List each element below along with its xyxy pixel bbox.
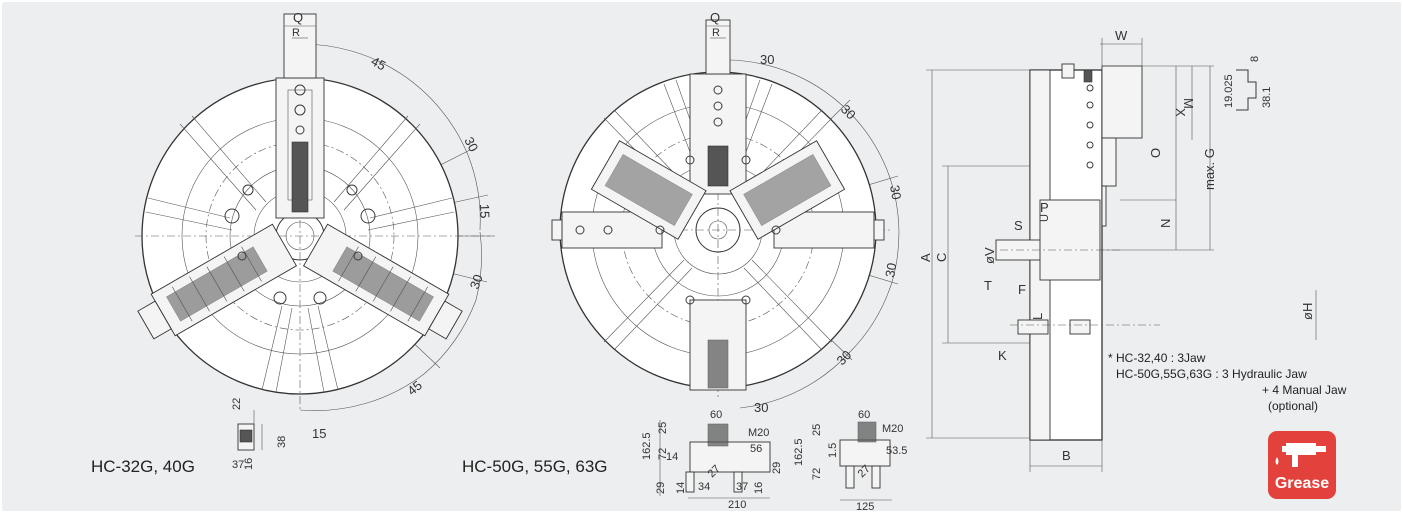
jaw-a-14-b: 14 <box>675 482 687 494</box>
side-b: B <box>1062 448 1071 463</box>
jaw-b-53-5: 53.5 <box>886 445 907 457</box>
left-jaw-dim-22: 22 <box>231 398 243 410</box>
side-f: F <box>1018 282 1026 297</box>
jaw-b-1-5: 1.5 <box>827 443 839 458</box>
side-o: O <box>1148 148 1163 158</box>
side-l: L <box>1030 313 1045 320</box>
side-m: M <box>1181 98 1196 109</box>
side-s: S <box>1014 218 1023 233</box>
left-jaw-detail <box>237 410 263 451</box>
mid-angle-3: 30 <box>887 184 904 201</box>
middle-model-label: HC-50G, 55G, 63G <box>462 457 608 476</box>
jaw-detail-a <box>659 420 771 499</box>
jaw-a-72: 72 <box>657 448 669 460</box>
step-19-025: 19.025 <box>1223 74 1235 108</box>
grease-badge: Grease <box>1268 431 1336 499</box>
side-ov: øV <box>982 247 997 264</box>
side-t: T <box>984 278 992 293</box>
left-angle-4: 30 <box>467 272 486 291</box>
side-p: P <box>1040 200 1049 215</box>
jaw-a-210: 210 <box>728 499 746 511</box>
footnote-line2: HC-50G,55G,63G : 3 Hydraulic Jaw <box>1116 367 1307 381</box>
footnote-line1: * HC-32,40 : 3Jaw <box>1108 351 1206 365</box>
jaw-a-m20: M20 <box>748 427 769 439</box>
left-chuck-front-view <box>135 13 495 412</box>
jaw-b-125: 125 <box>856 501 874 513</box>
step-38-1: 38.1 <box>1261 87 1273 108</box>
side-view <box>926 38 1317 472</box>
grease-gun-icon <box>1275 443 1326 467</box>
side-u: U <box>1039 214 1051 222</box>
mid-dim-q: Q <box>710 10 720 25</box>
side-a: A <box>918 253 933 262</box>
jaw-b-162-5: 162.5 <box>793 438 805 466</box>
left-angle-5: 45 <box>404 378 425 399</box>
jaw-detail-b <box>839 421 892 501</box>
middle-chuck-front-view <box>551 19 900 409</box>
jaw-a-34: 34 <box>698 481 710 493</box>
left-jaw-dim-37: 37 <box>232 459 244 471</box>
left-angle-2: 30 <box>461 134 481 154</box>
left-jaw-dim-38: 38 <box>276 436 288 448</box>
side-oh: øH <box>1300 303 1315 320</box>
left-angle-1: 45 <box>369 53 389 73</box>
jaw-a-60: 60 <box>710 409 722 421</box>
jaw-b-60: 60 <box>858 409 870 421</box>
side-n: N <box>1158 219 1173 228</box>
left-model-label: HC-32G, 40G <box>91 457 195 476</box>
mid-dim-r: R <box>712 27 720 39</box>
jaw-a-37: 37 <box>736 481 748 493</box>
side-w: W <box>1115 28 1128 43</box>
footnote-line4: (optional) <box>1268 399 1318 413</box>
mid-angle-6: 30 <box>754 400 768 415</box>
left-dim-r: R <box>292 27 300 39</box>
left-angle-3: 15 <box>477 204 492 219</box>
jaw-b-72: 72 <box>811 468 823 480</box>
step-8: 8 <box>1249 56 1261 62</box>
left-angle-6: 15 <box>312 426 326 441</box>
side-c: C <box>934 253 949 262</box>
jaw-a-14: 14 <box>666 451 678 463</box>
jaw-a-29-r: 29 <box>771 462 783 474</box>
left-dim-q: Q <box>293 10 303 25</box>
jaw-a-162-5: 162.5 <box>641 432 653 460</box>
grease-label: Grease <box>1274 475 1330 492</box>
side-k: K <box>998 348 1007 363</box>
jaw-a-16: 16 <box>753 482 765 494</box>
jaw-b-25: 25 <box>811 424 823 436</box>
side-x: X <box>1173 108 1188 117</box>
jaw-a-29-l: 29 <box>655 482 667 494</box>
jaw-a-56: 56 <box>750 443 762 455</box>
mid-angle-4: 30 <box>882 262 899 279</box>
jaw-a-25: 25 <box>657 422 669 434</box>
left-jaw-dim-16: 16 <box>243 458 255 470</box>
jaw-b-m20: M20 <box>882 423 903 435</box>
mid-angle-1: 30 <box>760 52 774 67</box>
footnote-line3: + 4 Manual Jaw <box>1262 383 1347 397</box>
side-max-g: max. G <box>1202 148 1217 190</box>
